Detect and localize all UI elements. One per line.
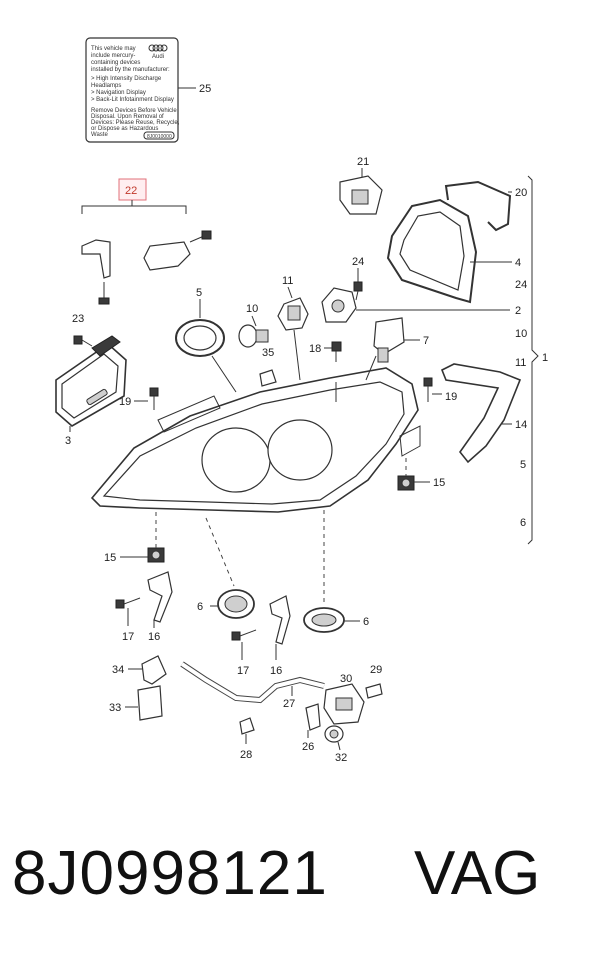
label-line: Devices: Please Reuse, Recycle,: [91, 120, 180, 126]
bracket-right: [143, 241, 191, 271]
callout-11-right: 11: [515, 357, 526, 369]
label-line: installed by the manufacturer:: [91, 67, 170, 73]
label-line: Remove Devices Before Vehicle: [91, 108, 177, 114]
callout-14: 14: [515, 419, 527, 431]
screw-icon: [331, 341, 342, 362]
callout-5-right: 5: [520, 459, 526, 471]
screw-icon: [353, 281, 363, 301]
spring-clip-20: [444, 180, 512, 232]
callout-29: 29: [370, 664, 382, 676]
headlamp-housing: [90, 367, 421, 513]
callout-11: 11: [282, 275, 293, 287]
callout-16-left: 16: [148, 631, 160, 643]
label-line: This vehicle may: [91, 46, 136, 52]
plug-35: [259, 369, 277, 387]
callout-18: 18: [309, 343, 321, 355]
callout-2: 2: [515, 305, 521, 317]
callout-24-right: 24: [515, 279, 527, 291]
part-number: 8J0998121: [12, 839, 328, 908]
callout-22: 22: [125, 185, 137, 197]
label-line: > High Intensity Discharge: [91, 76, 162, 82]
label-line: > Back-Lit Infotainment Display: [91, 97, 174, 103]
label-line: include mercury-: [91, 53, 135, 59]
callout-27: 27: [283, 698, 295, 710]
trim-strip-14: [440, 363, 522, 464]
screw-icon: [115, 597, 141, 609]
callout-23: 23: [72, 313, 84, 325]
callout-24: 24: [352, 256, 364, 268]
brand-name: VAG: [414, 839, 541, 908]
bulb-10: [238, 324, 258, 348]
callout-6-right: 6: [520, 517, 526, 529]
bracket-left: [81, 239, 111, 279]
callout-28: 28: [240, 749, 252, 761]
callout-16-right: 16: [270, 665, 282, 677]
screw-icon: [98, 282, 110, 305]
screw-icon: [231, 629, 257, 641]
callout-6-right-grommet: 6: [363, 616, 369, 628]
mercury-warning-label: This vehicle may include mercury- contai…: [85, 37, 180, 143]
callout-25: 25: [199, 83, 211, 95]
label-line: Headlamps: [91, 83, 121, 89]
label-line: > Navigation Display: [91, 90, 146, 96]
callout-10: 10: [246, 303, 258, 315]
audi-rings-logo: [148, 44, 168, 52]
callout-10-right: 10: [515, 328, 527, 340]
callout-3: 3: [65, 435, 71, 447]
clip-15-upper: [397, 475, 415, 491]
callout-17-left: 17: [122, 631, 134, 643]
footer: 8J0998121 VAG: [12, 838, 592, 928]
callout-19-right: 19: [445, 391, 457, 403]
callout-6-left: 6: [197, 601, 203, 613]
callout-30: 30: [340, 673, 352, 685]
callout-5: 5: [196, 287, 202, 299]
screw-icon: [73, 335, 93, 347]
screw-icon: [149, 387, 159, 410]
bracket-34: [141, 655, 167, 685]
callout-26: 26: [302, 741, 314, 753]
group-brace: [527, 175, 539, 545]
callout-19-left: 19: [119, 396, 131, 408]
label-line: or Dispose as Hazardous: [91, 126, 158, 132]
plug-26: [305, 703, 321, 731]
bracket-16-right: [269, 595, 291, 645]
callout-4: 4: [515, 257, 521, 269]
label-line: Disposal. Upon Removal of: [91, 114, 164, 120]
callout-21: 21: [357, 156, 369, 168]
label-line: containing devices: [91, 60, 140, 66]
label-code: 8J0010000: [147, 134, 172, 140]
callout-1: 1: [542, 352, 548, 364]
xenon-bulb-7: [373, 317, 405, 355]
clip-15-lower: [147, 547, 165, 563]
screw-icon: [189, 230, 212, 243]
callout-32: 32: [335, 752, 347, 764]
label-brand: Audi: [152, 54, 164, 60]
screw-icon: [423, 377, 433, 402]
callout-15-upper: 15: [433, 477, 445, 489]
callout-33: 33: [109, 702, 121, 714]
bracket-16-left: [147, 571, 173, 623]
callout-35: 35: [262, 347, 274, 359]
callout-20: 20: [515, 187, 527, 199]
clip-29: [365, 683, 383, 699]
callout-7: 7: [423, 335, 429, 347]
callout-17-right: 17: [237, 665, 249, 677]
callout-15-lower: 15: [104, 552, 116, 564]
callout-34: 34: [112, 664, 124, 676]
bracket-33: [137, 685, 163, 721]
clip-28: [239, 717, 255, 735]
label-line: Waste: [91, 132, 108, 138]
